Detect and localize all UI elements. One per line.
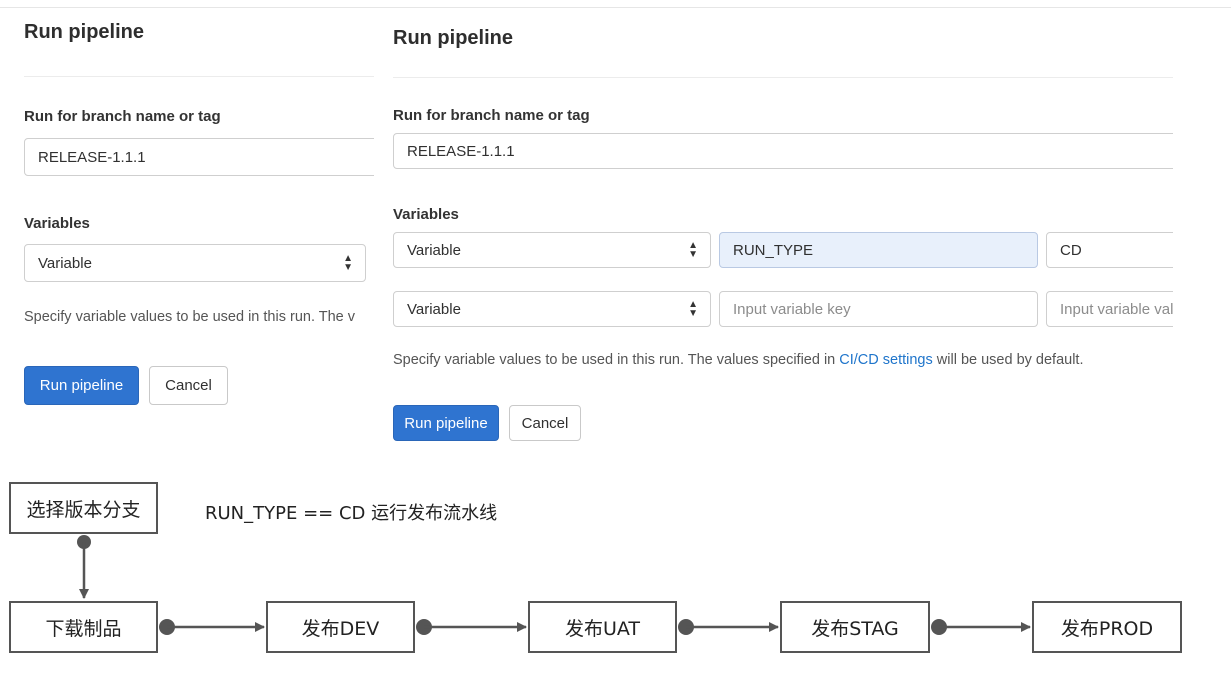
title-divider — [393, 77, 1173, 78]
variable-type-value: Variable — [407, 241, 461, 259]
flow-step-stag: 发布STAG — [780, 601, 930, 653]
flow-step-dev: 发布DEV — [266, 601, 415, 653]
variables-label: Variables — [393, 206, 459, 223]
variable-key-placeholder: Input variable key — [733, 300, 851, 318]
sort-arrows-icon: ▲▼ — [688, 240, 698, 260]
variables-help-text: Specify variable values to be used in th… — [393, 352, 1083, 368]
run-pipeline-button[interactable]: Run pipeline — [393, 405, 499, 441]
branch-input-value: RELEASE-1.1.1 — [38, 148, 146, 166]
variable-value-input[interactable]: Input variable valu — [1046, 291, 1173, 327]
variable-type-select[interactable]: Variable ▲▼ — [24, 244, 366, 282]
variable-key-input[interactable]: Input variable key — [719, 291, 1038, 327]
variable-key-value: RUN_TYPE — [733, 241, 814, 259]
flow-annotation: RUN_TYPE == CD 运行发布流水线 — [205, 503, 498, 524]
variable-value-value: CD — [1060, 241, 1082, 259]
connector-step1-to-step2 — [159, 619, 265, 635]
variable-type-select[interactable]: Variable ▲▼ — [393, 291, 711, 327]
variables-help-text: Specify variable values to be used in th… — [24, 309, 356, 325]
run-pipeline-button[interactable]: Run pipeline — [24, 366, 139, 405]
connector-step3-to-step4 — [678, 619, 779, 635]
flow-step-download: 下载制品 — [9, 601, 158, 653]
page-title: Run pipeline — [393, 27, 513, 49]
flow-connectors — [77, 535, 1031, 635]
connector-step2-to-step3 — [416, 619, 527, 635]
help-text-prefix: Specify variable values to be used in th… — [393, 352, 840, 368]
variable-value-input[interactable]: CD — [1046, 232, 1173, 268]
variable-type-value: Variable — [38, 254, 92, 272]
sort-arrows-icon: ▲▼ — [343, 253, 353, 273]
variable-value-placeholder: Input variable valu — [1060, 300, 1173, 318]
cancel-button[interactable]: Cancel — [149, 366, 228, 405]
release-flow-diagram: 选择版本分支 RUN_TYPE == CD 运行发布流水线 下载制品 发布DEV… — [0, 460, 1231, 695]
page-title: Run pipeline — [24, 21, 144, 43]
cancel-button[interactable]: Cancel — [509, 405, 581, 441]
cicd-settings-link[interactable]: CI/CD settings — [839, 352, 933, 368]
variables-label: Variables — [24, 215, 90, 232]
branch-input[interactable]: RELEASE-1.1.1 — [393, 133, 1173, 169]
branch-label: Run for branch name or tag — [393, 107, 590, 124]
connector-start-to-step1 — [77, 535, 91, 599]
help-text-suffix: will be used by default. — [932, 352, 1084, 368]
variable-key-input[interactable]: RUN_TYPE — [719, 232, 1038, 268]
sort-arrows-icon: ▲▼ — [688, 299, 698, 319]
title-divider — [24, 76, 374, 77]
top-divider — [0, 7, 1231, 8]
run-pipeline-panel-left: Run pipeline Run for branch name or tag … — [24, 8, 374, 438]
flow-step-uat: 发布UAT — [528, 601, 677, 653]
flow-start-node: 选择版本分支 — [9, 482, 158, 534]
flow-step-prod: 发布PROD — [1032, 601, 1182, 653]
variable-type-select[interactable]: Variable ▲▼ — [393, 232, 711, 268]
variable-type-value: Variable — [407, 300, 461, 318]
connector-step4-to-step5 — [931, 619, 1031, 635]
branch-input-value: RELEASE-1.1.1 — [407, 142, 515, 160]
branch-label: Run for branch name or tag — [24, 108, 221, 125]
branch-input[interactable]: RELEASE-1.1.1 — [24, 138, 374, 176]
run-pipeline-panel-right: Run pipeline Run for branch name or tag … — [393, 8, 1173, 448]
